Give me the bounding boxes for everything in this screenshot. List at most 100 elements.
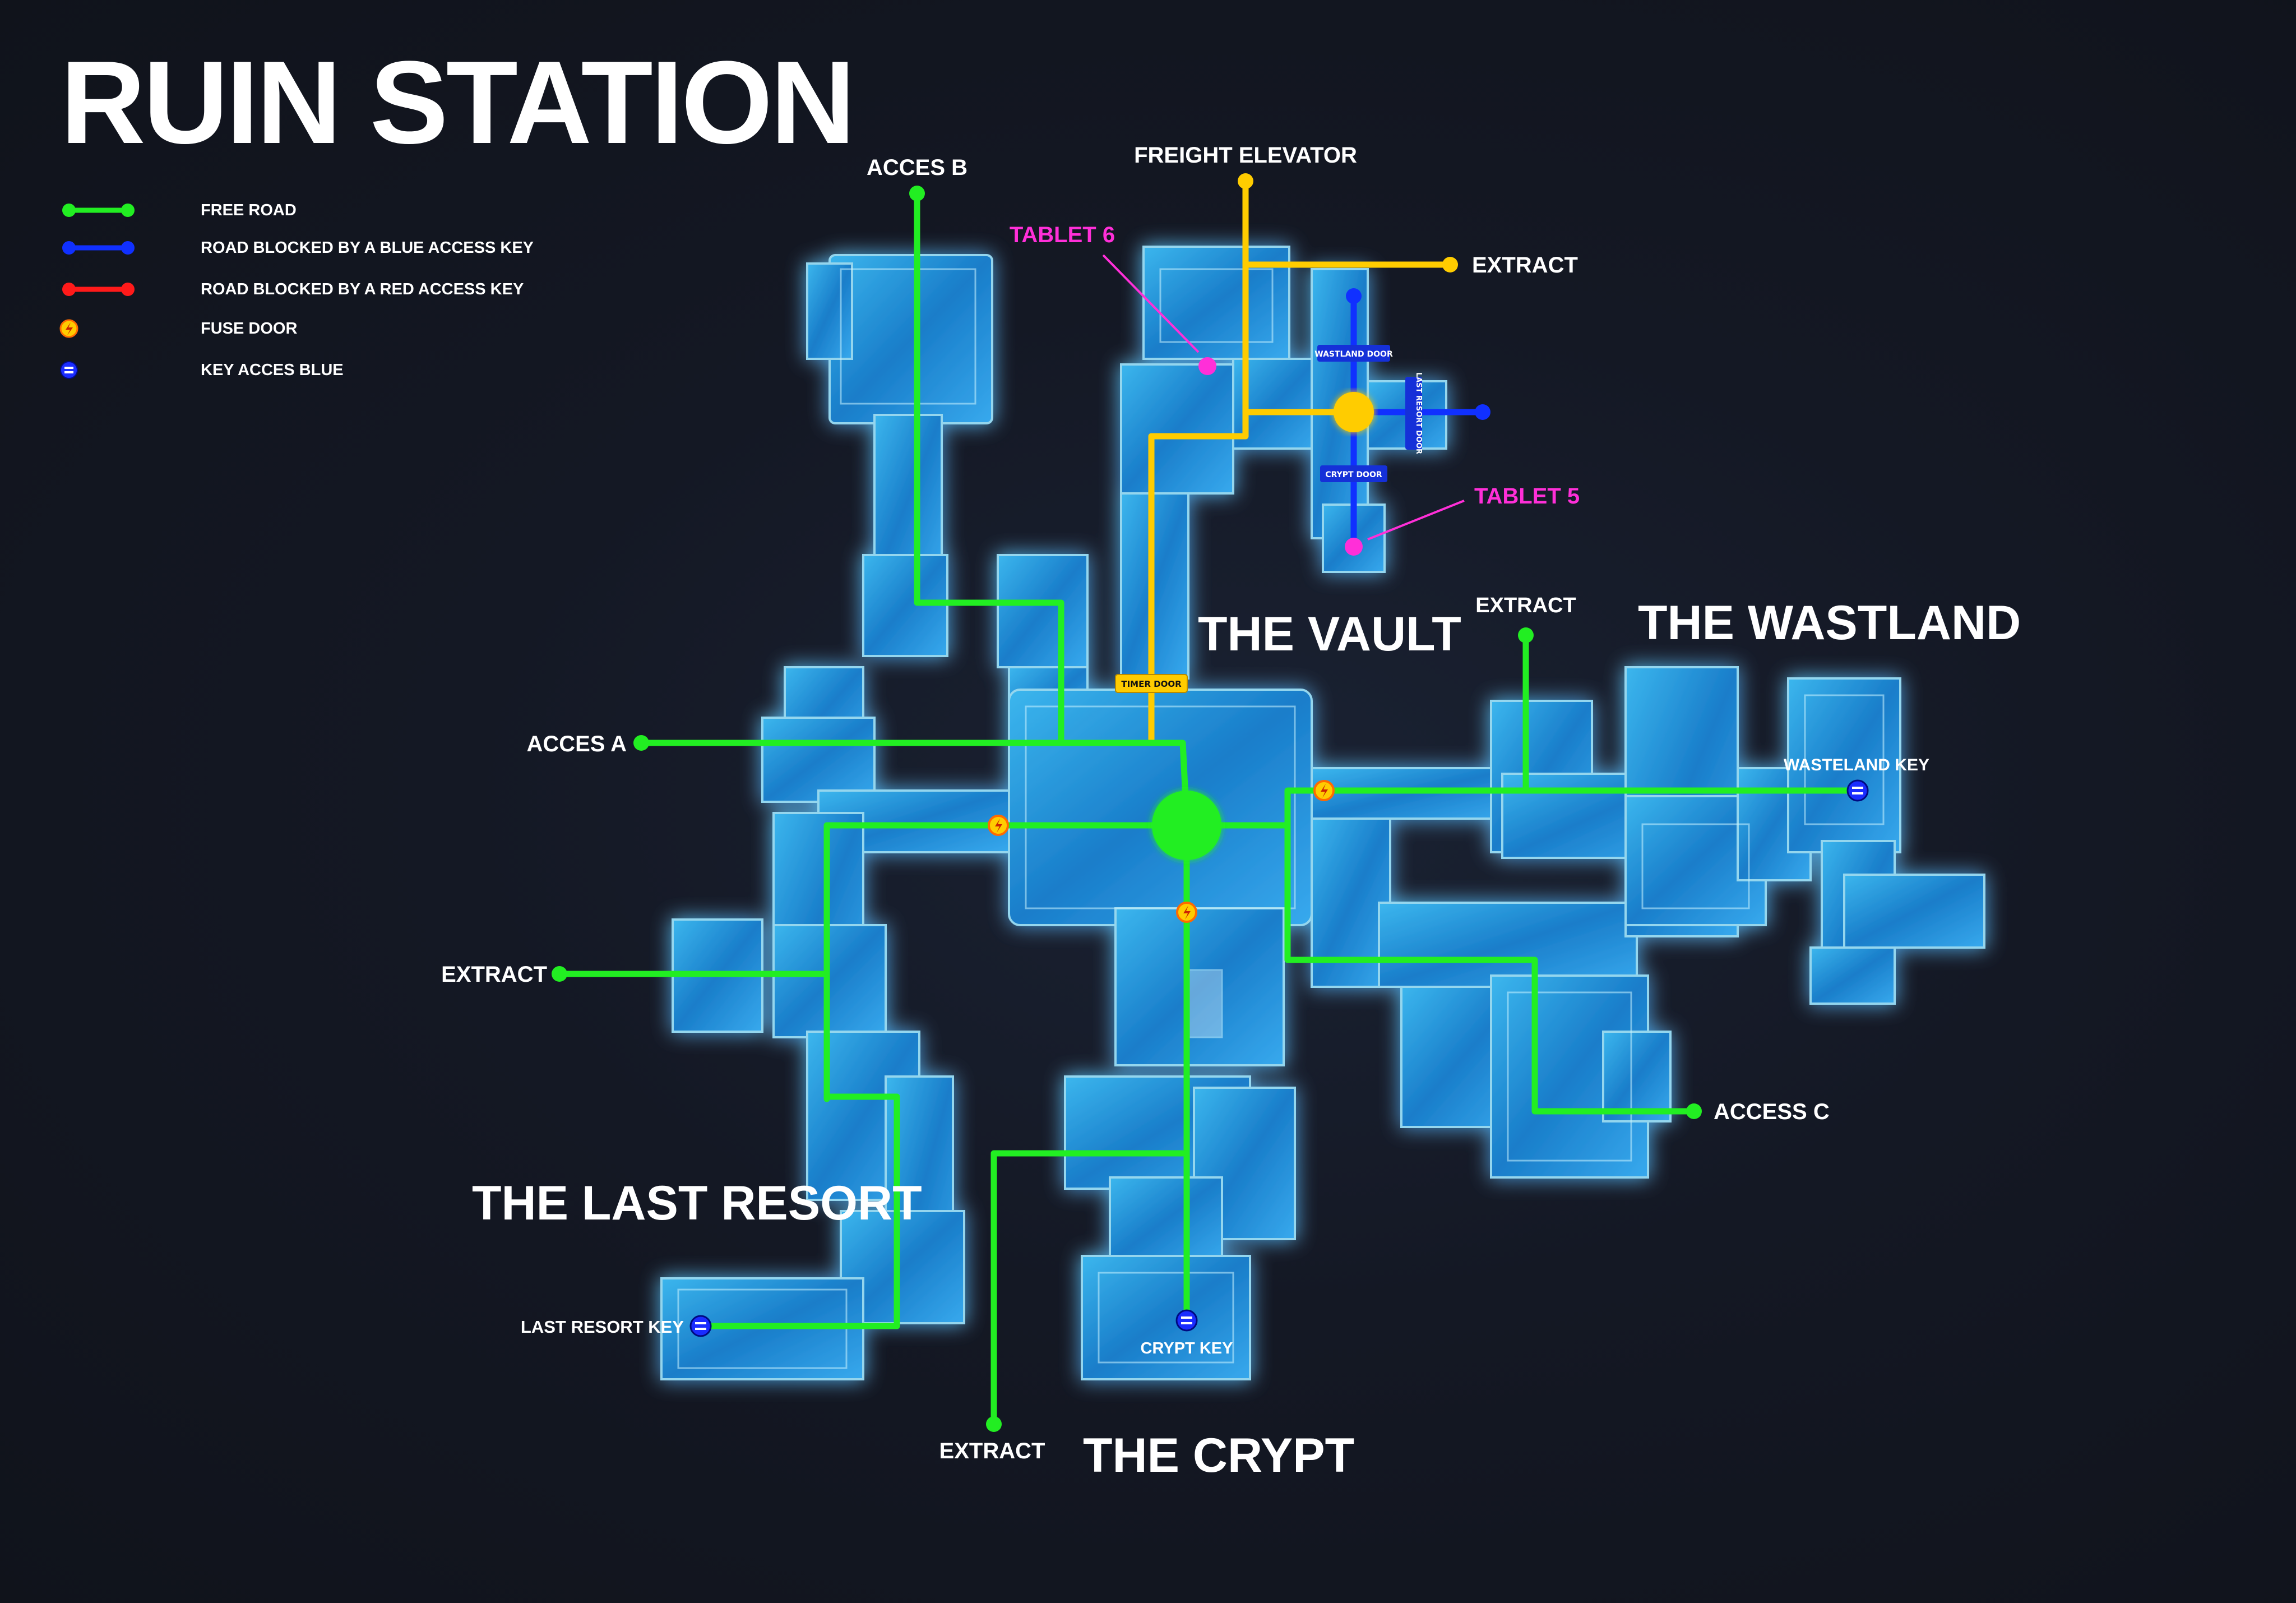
timer-door-label: TIMER DOOR xyxy=(1121,679,1182,689)
last-resort-door-plate[interactable] xyxy=(1405,377,1422,450)
blue-endpoint-north xyxy=(1346,288,1362,304)
legend-label: KEY ACCES BLUE xyxy=(201,361,344,379)
label-freight-elevator: FREIGHT ELEVATOR xyxy=(1134,143,1357,168)
nodes xyxy=(552,173,1702,1432)
blue-key-icon[interactable] xyxy=(1175,1309,1198,1332)
label-tablet-6: TABLET 6 xyxy=(1010,223,1115,247)
yellow-roads xyxy=(1148,178,1453,745)
legend-blue-key-icon xyxy=(60,361,78,379)
central-hub-node xyxy=(1152,791,1221,860)
wastland-door-plate[interactable] xyxy=(1317,345,1390,362)
room-detail xyxy=(1641,823,1750,909)
center-west-road xyxy=(823,822,1190,1102)
legend-label: ROAD BLOCKED BY A BLUE ACCESS KEY xyxy=(201,239,534,257)
access-c-endpoint[interactable] xyxy=(1686,1103,1702,1119)
room xyxy=(806,262,853,360)
label-extract-wastland: EXTRACT xyxy=(1475,594,1576,617)
room xyxy=(1081,1255,1251,1380)
label-acces-a: ACCES A xyxy=(526,732,627,756)
room xyxy=(1109,1176,1223,1263)
legend-label: FREE ROAD xyxy=(201,201,297,219)
yellow-hub-node xyxy=(1334,392,1374,432)
label-wasteland-key: WASTELAND KEY xyxy=(1784,756,1929,774)
legend-label: ROAD BLOCKED BY A RED ACCESS KEY xyxy=(201,280,524,298)
room-detail xyxy=(1098,1272,1234,1364)
fuse-door-icon[interactable] xyxy=(1176,902,1197,923)
legend-item-fuse-door: FUSE DOOR xyxy=(59,319,297,338)
fuse-door-icon[interactable] xyxy=(1313,780,1335,801)
fuse-doors xyxy=(988,780,1335,923)
crypt-door-label: CRYPT DOOR xyxy=(1325,470,1382,479)
label-extract-left: EXTRACT xyxy=(441,962,547,987)
access-c-road xyxy=(1284,822,1697,1115)
tablet-pointers xyxy=(1102,254,1465,541)
room xyxy=(1490,974,1649,1179)
zone-label-vault: THE VAULT xyxy=(1198,607,1461,661)
tablet-5-marker[interactable] xyxy=(1345,538,1363,556)
door-plates: TIMER DOOR WASTLAND DOOR CRYPT DOOR LAST… xyxy=(1115,345,1423,693)
fuse-door-icon[interactable] xyxy=(988,815,1009,836)
room-detail xyxy=(1159,268,1274,343)
blue-key-icon[interactable] xyxy=(689,1315,712,1337)
tablet-6-pointer xyxy=(1102,254,1200,353)
center-east-road xyxy=(1183,787,1863,829)
blue-key-icon[interactable] xyxy=(1846,779,1869,802)
room xyxy=(1120,363,1234,495)
room xyxy=(1602,1031,1672,1122)
zone-label-wastland: THE WASTLAND xyxy=(1638,596,2021,650)
map-rooms xyxy=(660,246,1985,1380)
label-tablet-5: TABLET 5 xyxy=(1474,484,1580,509)
zone-labels: THE VAULT THE WASTLAND THE LAST RESORT T… xyxy=(472,596,2021,1482)
legend-item-red-road: ROAD BLOCKED BY A RED ACCESS KEY xyxy=(62,280,524,298)
legend-item-key-blue: KEY ACCES BLUE xyxy=(60,361,344,379)
page-title: RUIN STATION xyxy=(61,36,853,168)
legend: FREE ROAD ROAD BLOCKED BY A BLUE ACCESS … xyxy=(59,201,534,379)
zone-label-last-resort: THE LAST RESORT xyxy=(472,1176,922,1230)
room-detail xyxy=(1187,969,1223,1038)
zone-label-crypt: THE CRYPT xyxy=(1083,1429,1354,1482)
legend-fuse-door-icon xyxy=(59,319,78,338)
wastland-door-label: WASTLAND DOOR xyxy=(1314,350,1393,359)
extract-top-endpoint[interactable] xyxy=(1442,257,1458,272)
extract-bottom-endpoint[interactable] xyxy=(986,1416,1002,1432)
extract-left-endpoint[interactable] xyxy=(552,966,567,982)
acces-b-endpoint[interactable] xyxy=(909,186,925,201)
room-detail xyxy=(1804,694,1885,825)
room xyxy=(1787,677,1901,853)
label-extract-bottom: EXTRACT xyxy=(939,1439,1045,1463)
freight-elevator-endpoint[interactable] xyxy=(1238,173,1253,189)
room xyxy=(761,717,876,803)
room-detail xyxy=(1507,991,1632,1162)
blue-endpoint-east xyxy=(1475,404,1490,420)
label-crypt-key: CRYPT KEY xyxy=(1141,1339,1233,1357)
room xyxy=(828,254,993,424)
extract-bottom-road xyxy=(990,1150,1186,1428)
legend-label: FUSE DOOR xyxy=(201,320,297,338)
point-labels: ACCES B FREIGHT ELEVATOR EXTRACT TABLET … xyxy=(441,143,1929,1463)
tablet-6-marker[interactable] xyxy=(1198,357,1216,375)
legend-item-free-road: FREE ROAD xyxy=(62,201,297,219)
timer-door-plate[interactable] xyxy=(1115,674,1188,693)
label-acces-b: ACCES B xyxy=(867,155,968,180)
extract-wastland-endpoint[interactable] xyxy=(1518,627,1534,643)
vault-yellow-road xyxy=(1148,409,1357,745)
room xyxy=(1120,492,1189,680)
blue-keys xyxy=(689,779,1869,1337)
legend-item-blue-road: ROAD BLOCKED BY A BLUE ACCESS KEY xyxy=(62,239,534,257)
room xyxy=(1114,907,1285,1066)
label-access-c: ACCESS C xyxy=(1714,1100,1830,1124)
room xyxy=(1843,874,1985,949)
room-detail xyxy=(1025,705,1296,909)
label-last-resort-key: LAST RESORT KEY xyxy=(521,1317,684,1337)
label-extract-top: EXTRACT xyxy=(1472,253,1578,278)
acces-b-road xyxy=(914,190,1064,746)
acces-a-endpoint[interactable] xyxy=(633,735,649,751)
room xyxy=(997,554,1089,668)
last-resort-road xyxy=(697,1093,900,1329)
tablet-5-pointer xyxy=(1367,500,1465,541)
crypt-door-plate[interactable] xyxy=(1320,465,1387,482)
green-roads xyxy=(556,190,1863,1428)
last-resort-door-label: LAST RESORT DOOR xyxy=(1414,372,1423,454)
